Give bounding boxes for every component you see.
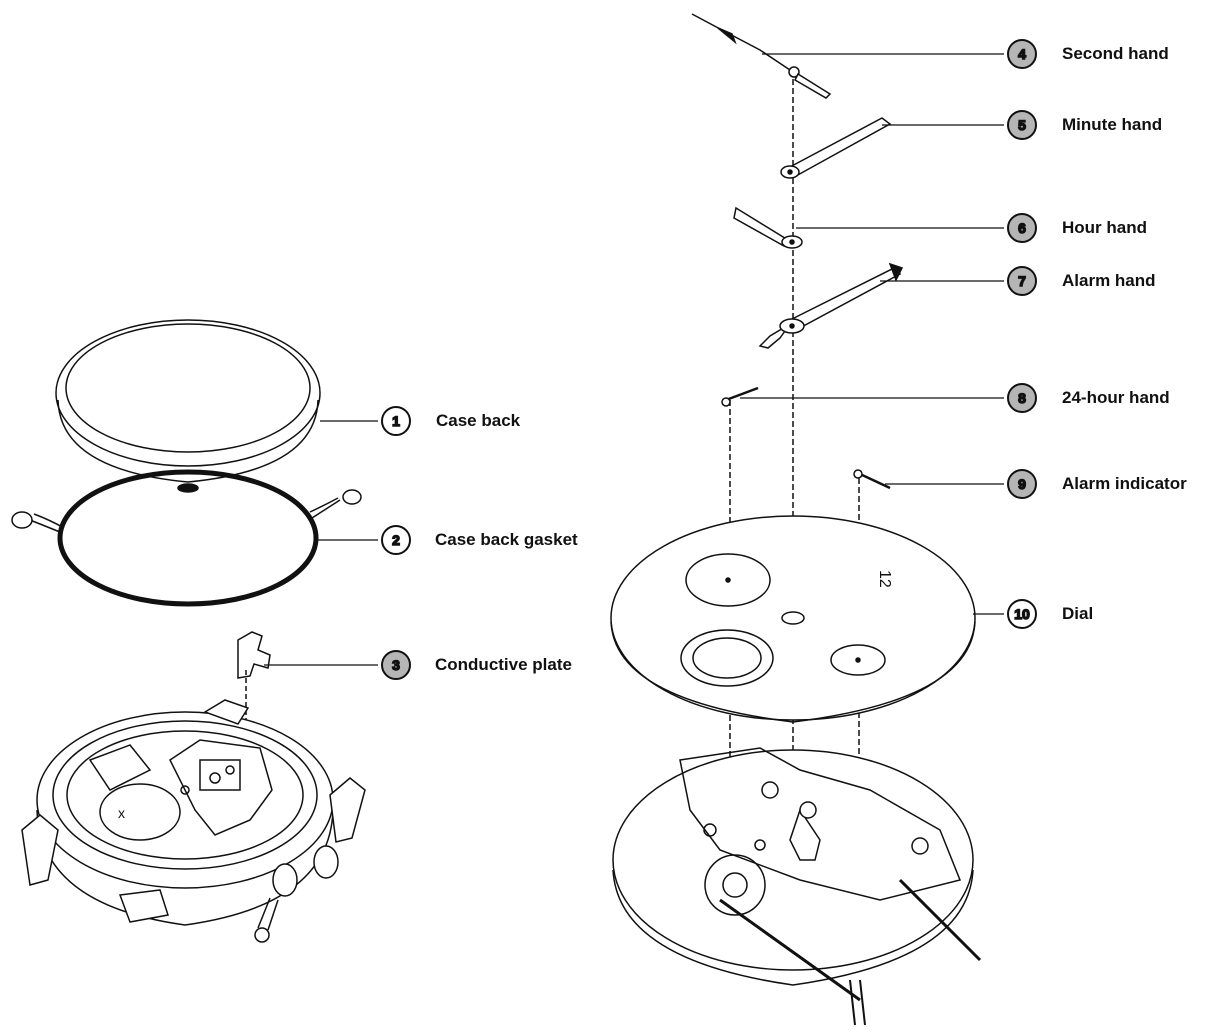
callout-number-3: 3 (381, 650, 411, 680)
case-back-gasket-drawing (11, 469, 362, 607)
dial-drawing: 12 (610, 515, 976, 723)
callout-number-4: 4 (1007, 39, 1037, 69)
callout-number-8: 8 (1007, 383, 1037, 413)
label-minute-hand: Minute hand (1062, 115, 1163, 134)
callout-5-text: 5 (1018, 117, 1026, 133)
callout-number-7: 7 (1007, 266, 1037, 296)
callout-6-text: 6 (1018, 220, 1026, 236)
callout-9-text: 9 (1018, 476, 1026, 492)
alarm-hand-drawing (758, 262, 904, 349)
callout-1-text: 1 (392, 413, 400, 429)
callout-number-6: 6 (1007, 213, 1037, 243)
callout-leaders (264, 53, 1004, 666)
callout-7-text: 7 (1018, 273, 1026, 289)
callout-number-2: 2 (381, 525, 411, 555)
callout-4-text: 4 (1018, 46, 1026, 62)
label-case-back-gasket: Case back gasket (435, 530, 578, 549)
hour-hand-drawing (733, 206, 803, 249)
label-case-back: Case back (436, 411, 521, 430)
svg-text:x: x (118, 805, 125, 821)
callout-number-1: 1 (381, 406, 411, 436)
callout-8-text: 8 (1018, 390, 1026, 406)
second-hand-drawing (691, 13, 832, 99)
label-alarm-indicator: Alarm indicator (1062, 474, 1187, 493)
24-hour-hand-drawing (721, 386, 759, 407)
callout-number-10: 10 (1007, 599, 1037, 629)
label-second-hand: Second hand (1062, 44, 1169, 63)
callout-number-9: 9 (1007, 469, 1037, 499)
callout-3-text: 3 (392, 657, 400, 673)
callout-2-text: 2 (392, 532, 400, 548)
callout-10-text: 10 (1014, 606, 1030, 622)
minute-hand-drawing (780, 117, 892, 179)
label-conductive-plate: Conductive plate (435, 655, 572, 674)
label-24-hour-hand: 24-hour hand (1062, 388, 1170, 407)
alarm-indicator-drawing (853, 469, 891, 490)
movement-drawing (612, 747, 982, 1026)
callout-number-5: 5 (1007, 110, 1037, 140)
label-dial: Dial (1062, 604, 1094, 623)
svg-text:12: 12 (876, 570, 893, 588)
label-alarm-hand: Alarm hand (1062, 271, 1156, 290)
watch-case-drawing: x (21, 699, 366, 943)
case-back-drawing (55, 319, 321, 493)
label-hour-hand: Hour hand (1062, 218, 1147, 237)
